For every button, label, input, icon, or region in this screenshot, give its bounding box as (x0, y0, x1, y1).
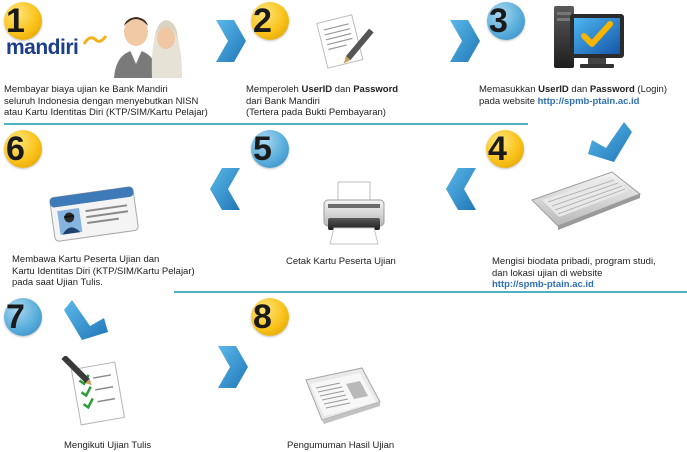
step-1-number: 1 (4, 2, 42, 40)
step-1-line-2: seluruh Indonesia dengan menyebutkan NIS… (4, 95, 199, 107)
step-3-line-2: pada website http://spmb-ptain.ac.id (479, 95, 640, 107)
row-divider (174, 291, 687, 293)
userid-label: UserID (538, 84, 569, 95)
step-3-number: 3 (487, 2, 525, 40)
chevron-down-left-icon (588, 122, 632, 162)
chevron-right-icon (218, 346, 248, 388)
step-7-line-1: Mengikuti Ujian Tulis (64, 440, 152, 451)
chevron-right-icon (216, 20, 246, 62)
step-5-number: 5 (251, 130, 289, 168)
step-7-description: Mengikuti Ujian Tulis (64, 440, 151, 452)
step-6-line-3: pada saat Ujian Tulis. (12, 277, 103, 288)
website-link[interactable]: http://spmb-ptain.ac.id (537, 95, 640, 107)
step-4-line-2: dan lokasi ujian di website (492, 267, 603, 279)
keyboard-icon (531, 171, 641, 230)
step-3-description: Memasukkan UserID dan Password (Login) p… (479, 84, 667, 107)
mandiri-logo-text: mandiri (6, 36, 79, 59)
step-7-number: 7 (4, 298, 42, 336)
step-5-line-1: Cetak Kartu Peserta Ujian (286, 256, 396, 267)
step-1-line-1: Membayar biaya ujian ke Bank Mandiri (4, 84, 168, 95)
step-2-number: 2 (251, 2, 289, 40)
step-8-line-1: Pengumuman Hasil Ujian (287, 440, 395, 451)
computer-check-icon (554, 6, 624, 68)
step-6-line-2: Kartu Identitas Diri (KTP/SIM/Kartu Pela… (12, 265, 195, 277)
id-card-icon (49, 186, 139, 242)
mandiri-logo: mandiri (6, 35, 108, 60)
exam-sheet-icon (61, 356, 126, 426)
row-divider (4, 123, 528, 125)
chevron-down-right-icon (64, 300, 108, 340)
step-2-description: Memperoleh UserID dan Password dari Bank… (246, 84, 398, 119)
step-2-line-3: (Tertera pada Bukti Pembayaran) (246, 107, 386, 118)
people-bank-icon (114, 17, 182, 78)
mandiri-logo-mark-icon (82, 35, 108, 45)
password-label: Password (353, 84, 399, 95)
step-6-line-1: Membawa Kartu Peserta Ujian dan (12, 254, 160, 265)
step-5-description: Cetak Kartu Peserta Ujian (286, 256, 396, 268)
step-1-line-3: atau Kartu Identitas Diri (KTP/SIM/Kartu… (4, 107, 208, 118)
step-6-number: 6 (4, 130, 42, 168)
chevron-right-icon (450, 20, 480, 62)
printer-icon (323, 181, 385, 245)
step-2-line-2: dari Bank Mandiri (246, 95, 320, 107)
chevron-left-icon (446, 168, 476, 210)
password-label: Password (589, 84, 635, 95)
step-6-description: Membawa Kartu Peserta Ujian dan Kartu Id… (12, 254, 195, 289)
step-1-description: Membayar biaya ujian ke Bank Mandiri sel… (4, 84, 208, 119)
step-3-line-1: Memasukkan UserID dan Password (Login) (479, 84, 668, 95)
step-8-number: 8 (251, 298, 289, 336)
newspaper-icon (305, 367, 381, 424)
step-4-number: 4 (486, 130, 524, 168)
step-4-description: Mengisi biodata pribadi, program studi, … (492, 256, 656, 291)
step-2-line-1: Memperoleh UserID dan Password (246, 84, 399, 95)
chevron-left-icon (210, 168, 240, 210)
step-4-line-1: Mengisi biodata pribadi, program studi, (492, 256, 656, 267)
document-pen-icon (316, 14, 374, 69)
website-link[interactable]: http://spmb-ptain.ac.id (492, 279, 594, 290)
userid-label: UserID (301, 84, 333, 95)
step-8-description: Pengumuman Hasil Ujian (287, 440, 394, 452)
